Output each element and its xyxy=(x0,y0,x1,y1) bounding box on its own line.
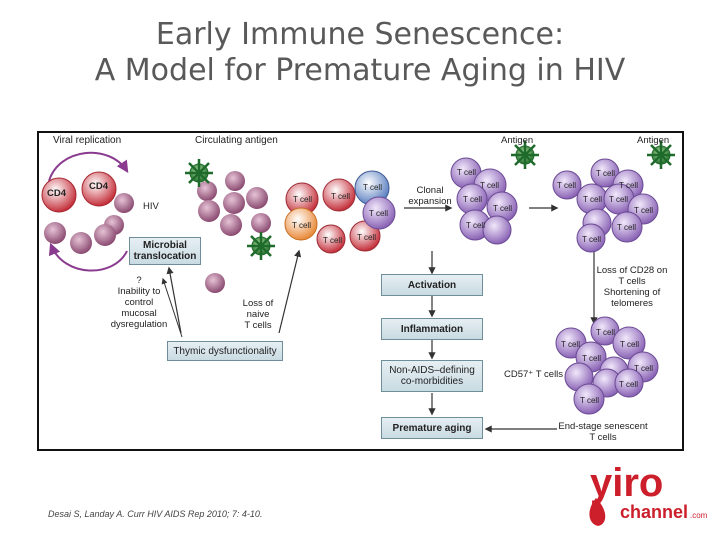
label-loss-cd28: Loss of CD28 on T cells Shortening of te… xyxy=(596,265,668,309)
arrow-inability-up xyxy=(166,266,182,334)
cd4-cell-right xyxy=(81,171,117,207)
t-cell-label-12: T cell xyxy=(466,221,485,230)
t-cells-activated xyxy=(284,170,396,254)
label-clonal-expansion: Clonal expansion xyxy=(408,185,452,207)
logo-word: yiro xyxy=(590,461,663,505)
box-microbial-translocation: Microbial translocation xyxy=(129,237,201,265)
label-hiv: HIV xyxy=(143,201,159,212)
box-inflammation: Inflammation xyxy=(381,318,483,340)
t-cells-cd57 xyxy=(555,316,659,415)
virus-particles xyxy=(44,171,271,293)
t-cell-label-4: T cell xyxy=(292,221,311,230)
box-thymic-dysfunctionality: Thymic dysfunctionality xyxy=(167,341,283,361)
t-cell-label-19: T cell xyxy=(617,223,636,232)
arrow-thymic-up xyxy=(161,277,183,338)
cd4-cell-left xyxy=(41,177,77,213)
t-cell-label-9: T cell xyxy=(480,181,499,190)
logo-suffix: .com xyxy=(690,511,708,520)
t-cell-label-24: T cell xyxy=(582,354,601,363)
box-premature-aging: Premature aging xyxy=(381,417,483,439)
t-cell-label-18: T cell xyxy=(634,206,653,215)
replication-arrow-bottom xyxy=(48,242,128,272)
label-circulating-antigen: Circulating antigen xyxy=(195,135,278,146)
t-cell-label-6: T cell xyxy=(323,236,342,245)
logo-mark: yiro channel .com xyxy=(589,461,708,526)
t-cell-label-13: T cell xyxy=(557,181,576,190)
label-viral-replication: Viral replication xyxy=(53,135,122,146)
t-cell-label-8: T cell xyxy=(457,168,476,177)
t-cell-label-1: T cell xyxy=(293,195,312,204)
t-cell-label-22: T cell xyxy=(561,340,580,349)
t-cell-label-23: T cell xyxy=(620,340,639,349)
box-activation: Activation xyxy=(381,274,483,296)
t-cell-label-2: T cell xyxy=(331,192,350,201)
t-cell-label-3: T cell xyxy=(363,183,382,192)
arrow-loss-naive xyxy=(278,249,302,334)
t-cell-label-14: T cell xyxy=(596,169,615,178)
t-cell-label-10: T cell xyxy=(463,195,482,204)
label-cd57: CD57⁺ T cells xyxy=(504,369,564,380)
label-loss-naive: Loss of naive T cells xyxy=(242,298,274,331)
citation: Desai S, Landay A. Curr HIV AIDS Rep 201… xyxy=(48,509,263,519)
label-antigen-1: Antigen xyxy=(501,135,534,146)
t-cell-label-25: T cell xyxy=(634,364,653,373)
t-cell-label-26: T cell xyxy=(619,380,638,389)
box-non-aids: Non-AIDS–defining co-morbidities xyxy=(381,360,483,392)
t-cell-label-27: T cell xyxy=(580,396,599,405)
label-end-stage: End-stage senescent T cells xyxy=(558,421,648,443)
title-line-1: Early Immune Senescence: xyxy=(155,17,565,52)
t-cell-label-20: T cell xyxy=(582,235,601,244)
t-cell-label-5: T cell xyxy=(369,209,388,218)
label-cd4-right: CD4 xyxy=(89,181,109,192)
title-line-2: A Model for Premature Aging in HIV xyxy=(94,53,626,88)
diagram-frame: Viral replication CD4 CD4 HIV Circulatin… xyxy=(37,131,684,451)
logo-sub: channel xyxy=(620,502,688,522)
yiro-channel-logo[interactable]: yiro channel .com xyxy=(584,458,714,534)
t-cell-label-17: T cell xyxy=(609,195,628,204)
replication-arrow-top xyxy=(48,151,129,182)
label-inability: ? Inability to control mucosal dysregula… xyxy=(110,275,168,330)
diagram-graphics xyxy=(41,141,675,433)
t-cell-label-16: T cell xyxy=(583,195,602,204)
t-cell-label-7: T cell xyxy=(357,233,376,242)
label-antigen-2: Antigen xyxy=(637,135,670,146)
t-cell-label-21: T cell xyxy=(596,328,615,337)
t-cells-expanded xyxy=(450,157,659,253)
t-cell-label-15: T cell xyxy=(619,181,638,190)
label-cd4-left: CD4 xyxy=(47,188,67,199)
t-cell-label-11: T cell xyxy=(493,204,512,213)
